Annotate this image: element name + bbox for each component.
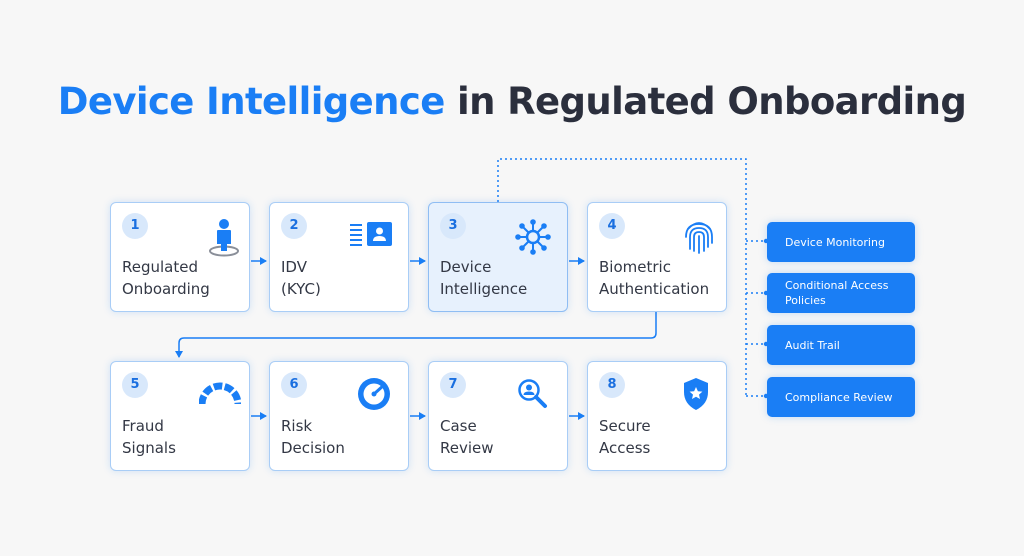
step-number: 8 [599, 372, 625, 398]
step-card-biometric-authentication: 4 Biometric Authentication [587, 202, 727, 312]
step-label: Case Review [440, 417, 494, 457]
step-number: 3 [440, 213, 466, 239]
step-number: 1 [122, 213, 148, 239]
step-number: 2 [281, 213, 307, 239]
step-card-regulated-onboarding: 1 Regulated Onboarding [110, 202, 250, 312]
step-label: IDV (KYC) [281, 258, 321, 298]
step-label: Secure Access [599, 417, 651, 457]
step-number: 5 [122, 372, 148, 398]
dotted-feed [497, 158, 747, 396]
output-conditional-access-policies: Conditional Access Policies [767, 273, 915, 313]
step-number: 6 [281, 372, 307, 398]
output-compliance-review: Compliance Review [767, 377, 915, 417]
id-card-icon [350, 221, 394, 253]
step-label: Risk Decision [281, 417, 345, 457]
dial-icon [356, 376, 392, 416]
gauge-icon [198, 382, 242, 410]
step-number: 7 [440, 372, 466, 398]
step-label: Regulated Onboarding [122, 258, 210, 298]
page-title: Device Intelligence in Regulated Onboard… [0, 80, 1024, 123]
step-card-fraud-signals: 5 Fraud Signals [110, 361, 250, 471]
step-card-risk-decision: 6 Risk Decision [269, 361, 409, 471]
step-card-idv-kyc: 2 IDV (KYC) [269, 202, 409, 312]
network-hub-icon [515, 219, 551, 259]
search-user-icon [517, 378, 549, 414]
output-device-monitoring: Device Monitoring [767, 222, 915, 262]
step-label: Device Intelligence [440, 258, 528, 298]
shield-star-icon [682, 377, 710, 415]
arrow-4-5 [175, 311, 657, 358]
title-accent: Device Intelligence [57, 80, 446, 123]
step-card-case-review: 7 Case Review [428, 361, 568, 471]
step-number: 4 [599, 213, 625, 239]
step-label: Biometric Authentication [599, 258, 710, 298]
fingerprint-icon [683, 219, 715, 259]
title-rest: in Regulated Onboarding [444, 80, 967, 123]
step-card-device-intelligence: 3 Device Intelligence [428, 202, 568, 312]
output-audit-trail: Audit Trail [767, 325, 915, 365]
person-onboarding-icon [207, 217, 241, 261]
step-card-secure-access: 8 Secure Access [587, 361, 727, 471]
step-label: Fraud Signals [122, 417, 176, 457]
